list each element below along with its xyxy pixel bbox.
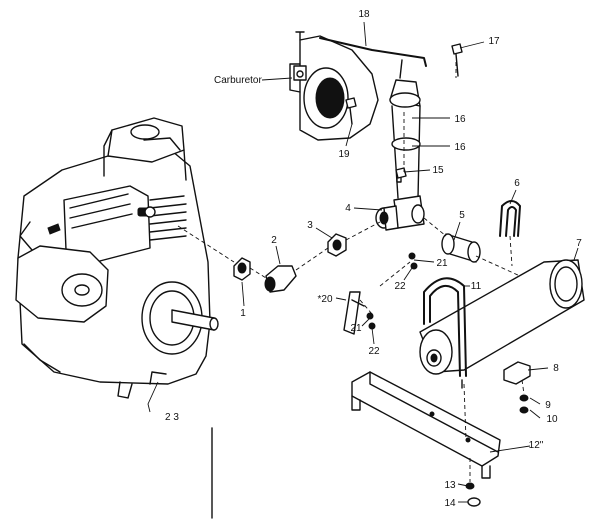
part-17-screw bbox=[451, 43, 463, 77]
callout-19: 19 bbox=[338, 149, 350, 160]
part-6-u-bolt bbox=[499, 200, 521, 237]
part-2-elbow bbox=[264, 265, 297, 293]
callout-2: 2 bbox=[271, 235, 277, 246]
engine-assembly bbox=[15, 117, 219, 399]
callout-17: 17 bbox=[488, 36, 500, 47]
callout-21-upper: 21 bbox=[436, 258, 448, 269]
hardware-13-14 bbox=[465, 482, 481, 507]
callout-4: 4 bbox=[345, 203, 351, 214]
part-4-tee-fitting bbox=[375, 195, 425, 231]
callout-21-lower: 21 bbox=[350, 323, 362, 334]
callout-14: 14 bbox=[444, 498, 456, 509]
callout-16-lower: 16 bbox=[454, 142, 466, 153]
callout-13: 13 bbox=[444, 480, 456, 491]
part-16-intake bbox=[389, 79, 421, 199]
part-1-gasket bbox=[233, 257, 251, 281]
carburetor-assembly bbox=[289, 31, 379, 141]
callout-8: 8 bbox=[553, 363, 559, 374]
assembly-lines bbox=[177, 62, 525, 482]
callout-12: 12" bbox=[529, 440, 544, 451]
part-12-bracket bbox=[351, 371, 501, 479]
callout-3: 3 bbox=[307, 220, 313, 231]
part-8-clamp bbox=[503, 361, 531, 385]
carburetor-label: Carburetor bbox=[214, 75, 262, 86]
part-7-muffler bbox=[419, 259, 585, 375]
callout-labels: 1 2 3 4 5 6 7 8 9 10 11 12" 13 14 15 16 … bbox=[165, 9, 582, 509]
callout-9: 9 bbox=[545, 400, 551, 411]
callout-7: 7 bbox=[576, 238, 582, 249]
leader-lines bbox=[147, 21, 579, 503]
callout-5: 5 bbox=[459, 210, 465, 221]
part-20-bracket bbox=[343, 291, 365, 335]
part-3-gasket bbox=[327, 233, 347, 257]
callout-6: 6 bbox=[514, 178, 520, 189]
hardware-9-10 bbox=[519, 394, 529, 414]
callout-1: 1 bbox=[240, 308, 246, 319]
callout-20: *20 bbox=[317, 294, 332, 305]
callout-11: 11 bbox=[471, 281, 482, 292]
callout-16-upper: 16 bbox=[454, 114, 466, 125]
callout-22-lower: 22 bbox=[368, 346, 380, 357]
part-11-u-bolt bbox=[423, 277, 467, 389]
hardware-21-22-lower bbox=[366, 252, 418, 330]
part-19-screw bbox=[345, 97, 357, 125]
part-18-rod bbox=[319, 37, 427, 79]
callout-18: 18 bbox=[358, 9, 370, 20]
callout-23: 2 3 bbox=[165, 412, 179, 423]
callout-15: 15 bbox=[432, 165, 444, 176]
part-15-screw bbox=[395, 167, 407, 179]
part-5-nipple bbox=[441, 233, 481, 263]
callout-10: 10 bbox=[546, 414, 558, 425]
callout-22-upper: 22 bbox=[394, 281, 406, 292]
